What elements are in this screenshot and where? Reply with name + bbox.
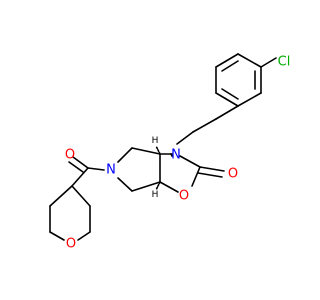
bond-ch2b-c6a [131, 181, 161, 192]
atom-oxygen-ring: O [179, 189, 189, 204]
bond-h-top [155, 145, 161, 155]
atom-hydrogen-bottom: H [152, 190, 159, 200]
atom-oxygen-carbonyl-left: O [65, 148, 75, 163]
bond-c2-o-dbl-1 [199, 166, 225, 172]
bond-ar-4 [237, 92, 262, 107]
bond-thp-3 [77, 231, 91, 241]
bond-thp-1 [71, 185, 91, 207]
bond-c-cl [260, 57, 277, 68]
atom-oxygen-pyran: O [66, 237, 76, 252]
bond-ethyl-1 [215, 105, 239, 120]
bond-co-thp [71, 167, 89, 187]
bond-thp-6 [49, 185, 73, 207]
bond-ar-inner-1 [221, 60, 239, 72]
bond-c3a-ch2 [131, 147, 161, 155]
bond-n5-ch2b [117, 177, 133, 192]
bond-ethyl-3 [176, 131, 194, 145]
molecule-structure: Cl N O O N O O H H [49, 53, 290, 252]
atom-nitrogen-amide: N [106, 163, 116, 178]
bond-co-o-1 [72, 156, 89, 169]
bond-ar-2 [237, 53, 262, 68]
bond-thp-4 [49, 231, 65, 241]
bond-ch2-n5 [117, 147, 133, 163]
bond-c2-o-ring [191, 166, 201, 187]
bond-n5-co [87, 167, 105, 171]
bond-ethyl-2 [192, 118, 217, 133]
atom-oxygen-carbonyl-right: O [228, 167, 238, 182]
bond-ar-1 [215, 53, 239, 68]
bonds [49, 53, 277, 241]
atom-chlorine: Cl [278, 55, 291, 70]
atom-nitrogen-carbamate: N [171, 148, 181, 163]
bond-n-c2 [179, 155, 201, 168]
bond-h-bottom [155, 181, 161, 191]
bond-c2-o-dbl-2 [197, 172, 223, 178]
bond-ar-5 [215, 92, 239, 107]
atom-hydrogen-top: H [152, 136, 159, 146]
atom-labels: Cl N O O N O O H H [65, 55, 290, 252]
bond-co-o-2 [68, 161, 84, 173]
bond-o-ring-c6a [159, 181, 179, 193]
bond-ar-inner-3 [221, 88, 239, 100]
